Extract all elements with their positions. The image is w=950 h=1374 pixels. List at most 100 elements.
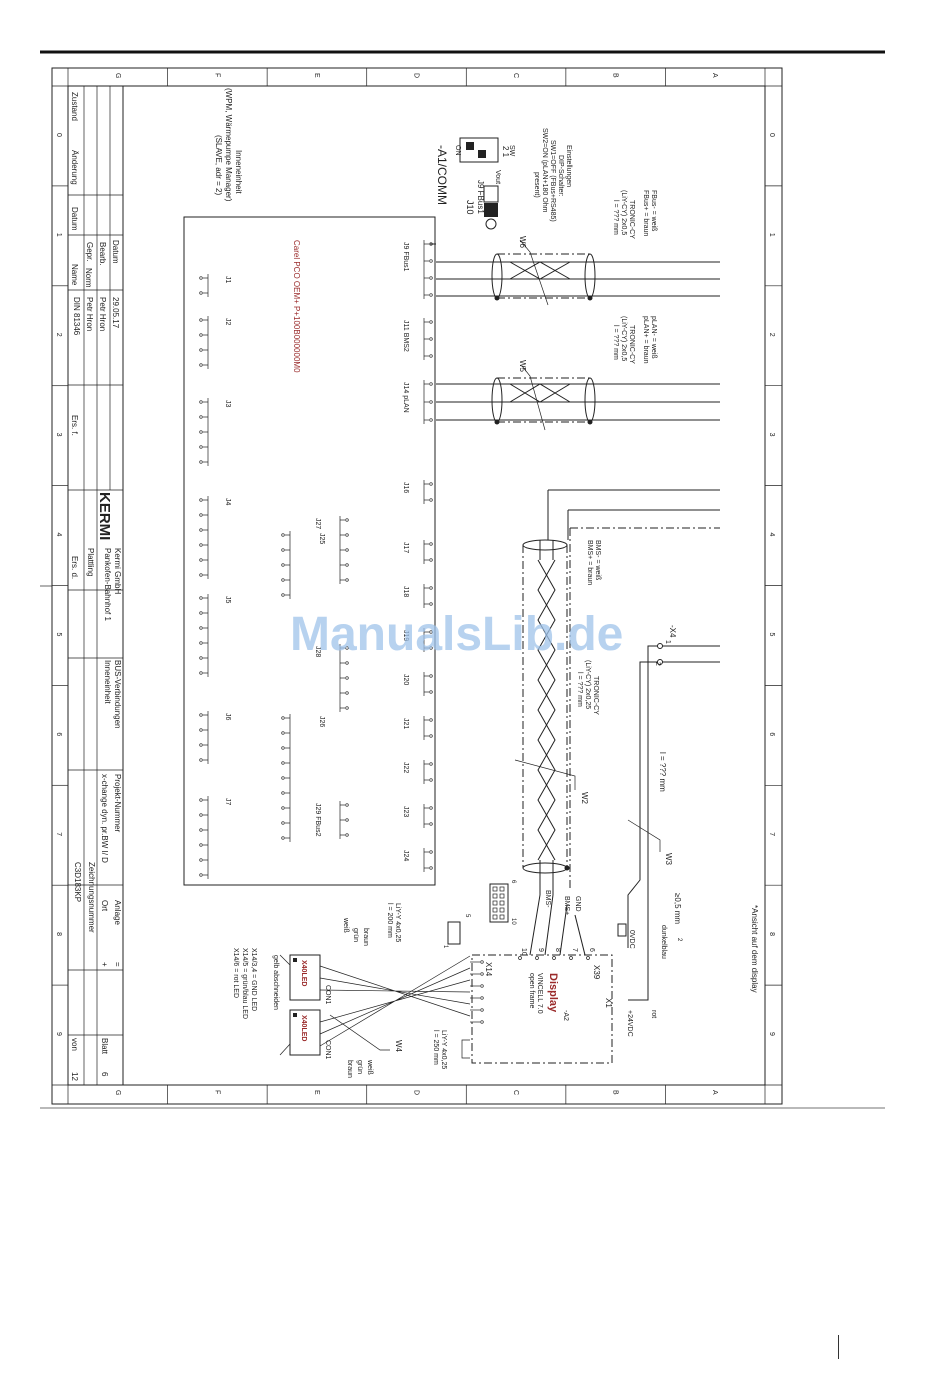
bms-len: l = ??? mm: [576, 672, 583, 707]
conn-pin-10: 10: [510, 918, 516, 925]
w3-length: l = ??? mm: [658, 752, 667, 792]
grid-letter-top: B: [612, 73, 619, 78]
grid-letter-top: F: [213, 73, 220, 77]
gnd-label: GND: [574, 896, 581, 912]
connector-inner-3: J26: [318, 716, 325, 727]
grid-number-left: 4: [55, 533, 62, 537]
color-b-braun: braun: [346, 1060, 353, 1078]
display-module: *Ansicht auf dem display ≥0,5 mm 2 dunke…: [442, 880, 759, 1064]
connector-j4: J4: [224, 498, 231, 506]
dip-title-3: SW1=OFF (FBus+RS485): [549, 140, 556, 222]
connector-right-5: J18: [402, 586, 409, 597]
comm-module: -A1/COMM: [435, 145, 449, 205]
page-edge-mark: [838, 1335, 839, 1359]
grid-number-right: 4: [768, 533, 775, 537]
grid-letter-bottom: F: [213, 1090, 220, 1094]
gelb-abschneiden: gelb abschneiden: [272, 955, 279, 1010]
led-b-label: X40LED: [300, 1015, 307, 1041]
ort-label: Ort: [100, 900, 109, 912]
tb-gepr-label: Gepr.: [85, 242, 94, 262]
x39-pin-7: 7: [571, 948, 578, 952]
bms-color-2: BMS+ = braun: [586, 540, 593, 585]
tb-gepr-name: Petr Hron: [85, 297, 94, 331]
led-legend-2: X14/5 = grün/blau LED: [241, 948, 248, 1019]
fbus-w6: W6: [518, 236, 527, 249]
grid-number-left: 1: [55, 233, 62, 237]
bms-cable: BMS- = weiß BMS+ = braun TRONIC-CY (LiY-…: [514, 539, 601, 895]
dip-on: ON: [454, 145, 461, 156]
fbus-cable: W6 FBus- = weiß FBus+ = braun TRONIC-CY …: [430, 190, 720, 306]
outer-frame: [51, 67, 783, 1105]
anlage-label: Anlage: [113, 900, 122, 925]
color-a-weiss: weiß: [342, 917, 349, 933]
x39-pin-10: 10: [520, 948, 527, 956]
grid-number-left: 0: [55, 133, 62, 137]
plan-cable: W5 pLAN- = weiß pLAN+ = braun TRONIC-CY …: [436, 316, 720, 431]
dip-title-2: DIP-Schalter:: [557, 155, 564, 197]
grid-letter-top: C: [512, 73, 519, 78]
tb-bearb-name: Petr Hron: [98, 297, 107, 331]
fbus-len: l = ??? mm: [612, 200, 619, 235]
grid-letter-top: E: [313, 73, 320, 78]
x39-pin-6: 6: [588, 948, 595, 952]
display-model: VINCELL 7.0: [536, 973, 543, 1014]
x39-pin-9: 9: [537, 948, 544, 952]
liyy-b-1: LiY-Y 4x0,25: [440, 1030, 447, 1069]
connector-j6: J6: [224, 713, 231, 721]
x4-terminal: -X4 1 2 l = ??? mm W3: [627, 625, 720, 1001]
connector-j7: J7: [224, 798, 231, 806]
grid-number-right: 0: [768, 133, 775, 137]
voltage-24: +24VDC: [626, 1010, 633, 1037]
grid-ticks: [52, 68, 782, 1104]
bms-color-1: BMS- = weiß: [594, 540, 601, 580]
bms-type: TRONIC-CY: [592, 676, 599, 715]
inneneinheit-2: (WPM, Wärmepumpe Manager): [224, 88, 233, 202]
color-a-gruen: grün: [352, 928, 359, 942]
dip-title-5: present): [533, 172, 540, 198]
grid-number-right: 9: [768, 1032, 775, 1036]
blatt-label: Blatt: [100, 1038, 109, 1055]
color-b-weiss: weiß: [366, 1059, 373, 1075]
grid-number-right: 8: [768, 932, 775, 936]
connector-right-2: J14 pLAN: [402, 382, 409, 413]
grid-number-right: 5: [768, 632, 775, 636]
kermi-logo: KERMI: [96, 492, 113, 540]
drawing-no: C3D183KP: [73, 862, 82, 902]
project-value: x-change dyn. pr.BW I/ D: [100, 774, 109, 863]
conn-pin-5: 5: [464, 914, 470, 918]
rot-label: rot: [650, 1010, 657, 1018]
tb-bearb-label: Bearb.: [98, 242, 107, 266]
grid-letter-top: A: [711, 73, 718, 78]
connector-j3: J3: [224, 400, 231, 408]
title-block: Zustand Änderung Datum Name Norm Datum B…: [67, 85, 124, 1086]
connector-j5: J5: [224, 596, 231, 604]
dip-positions: 2 1: [501, 146, 510, 158]
w3-label: W3: [664, 853, 673, 866]
grid-letter-bottom: A: [711, 1090, 718, 1095]
dip-j10: J10: [465, 200, 475, 215]
watermark: ManualsLib.de: [290, 608, 623, 661]
grid-number-left: 9: [55, 1032, 62, 1036]
tb-name: Name: [70, 264, 79, 286]
grid-number-right: 3: [768, 433, 775, 437]
display-name: Display: [547, 973, 559, 1013]
x4-label: -X4: [668, 625, 677, 638]
x14-label: X14: [484, 962, 493, 977]
liyy-a-1: LiY-Y 4x0,25: [394, 903, 401, 942]
led-legend-3: X14/6 = rot LED: [232, 948, 239, 998]
connector-inner-0: J27: [314, 518, 321, 529]
tb-norm: Norm: [84, 268, 93, 288]
grid-letter-bottom: C: [512, 1090, 519, 1095]
grid-number-right: 6: [768, 732, 775, 736]
x39-pin-8: 8: [554, 948, 561, 952]
tb-datum-label: Datum: [111, 240, 120, 264]
color-b-gruen: grün: [356, 1060, 363, 1074]
grid-letter-bottom: D: [413, 1090, 420, 1095]
grid-number-left: 3: [55, 433, 62, 437]
bms-w2: W2: [580, 792, 589, 805]
color-a-braun: braun: [362, 928, 369, 946]
drawing-no-label: Zeichnungsnummer: [87, 862, 96, 933]
inneneinheit-1: Inneneinheit: [234, 150, 243, 194]
